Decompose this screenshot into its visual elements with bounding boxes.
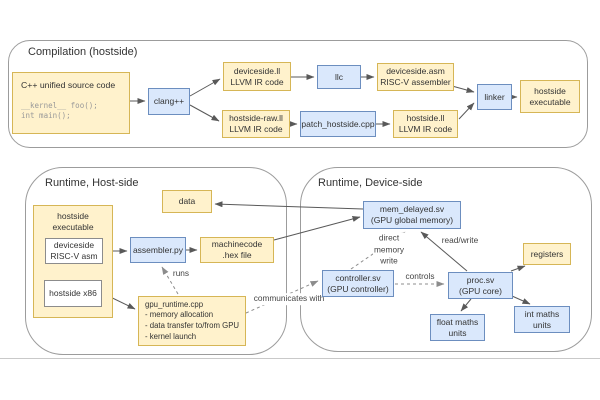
edge-label-line: direct	[378, 232, 400, 243]
arrow-gpuruntime-runs-assembler	[161, 266, 179, 295]
box-float-maths-units: float maths units	[430, 314, 485, 341]
page-boundary-line	[0, 358, 600, 359]
box-label: deviceside.asm	[386, 66, 445, 77]
edge-label-controls: controls	[404, 271, 436, 283]
arrow-devicesideasm-to-linker	[451, 85, 475, 93]
edge-label-line: memory	[374, 244, 404, 255]
box-label: deviceside	[53, 240, 95, 251]
box-label: gpu_runtime.cpp	[145, 299, 204, 309]
arrow-proc-to-intunits	[511, 295, 531, 305]
box-machinecode-hex: machinecode .hex file	[200, 237, 274, 263]
arrow-clang-to-deviceside-ll	[189, 78, 221, 97]
box-label: assembler.py	[132, 244, 184, 255]
box-deviceside-asm: deviceside.asm RISC-V assembler	[377, 63, 454, 91]
section-title-runtime-device: Runtime, Device-side	[318, 177, 423, 189]
box-label: controller.sv	[335, 272, 381, 283]
box-label: registers	[530, 248, 564, 259]
cpp-code-line: int main();	[21, 111, 71, 121]
box-label: proc.sv	[466, 274, 495, 285]
box-label: RISC-V assembler	[380, 77, 451, 87]
box-proc: proc.sv (GPU core)	[448, 272, 513, 299]
box-label: (GPU controller)	[327, 283, 389, 294]
box-label: units	[448, 327, 467, 338]
box-gpu-runtime: gpu_runtime.cpp - memory allocation - da…	[138, 296, 246, 346]
box-label: .hex file	[222, 250, 252, 260]
box-deviceside-ll: deviceside.ll LLVM IR code	[223, 62, 291, 91]
box-controller: controller.sv (GPU controller)	[322, 270, 394, 297]
arrow-proc-to-memdelayed-readwrite	[420, 231, 468, 272]
box-label: clang++	[153, 96, 185, 107]
edge-label-direct-memory-write: direct memory write	[373, 232, 405, 268]
box-hostside-x86: hostside x86	[44, 280, 102, 307]
box-label: deviceside.ll	[233, 65, 281, 76]
box-clang: clang++	[148, 88, 190, 115]
box-label: patch_hostside.cpp	[301, 118, 375, 129]
box-label: (GPU global memory)	[370, 215, 454, 225]
box-patch-hostside: patch_hostside.cpp	[300, 111, 376, 137]
box-label: hostside x86	[49, 288, 97, 299]
box-label: machinecode	[211, 239, 263, 250]
edge-label-runs: runs	[171, 268, 191, 280]
arrow-gpuruntime-communicates-controller	[245, 280, 319, 314]
arrow-hostsidell-to-linker	[458, 102, 475, 120]
box-label: float maths	[436, 316, 479, 327]
section-title-compilation: Compilation (hostside)	[28, 46, 138, 58]
arrow-memdelayed-to-data	[214, 201, 364, 210]
box-label: - kernel launch	[145, 331, 197, 341]
box-hostside-executable-compilation: hostside executable	[520, 80, 580, 113]
box-hostside-raw: hostside-raw.ll LLVM IR code	[222, 110, 290, 138]
arrow-clang-to-hostside-raw	[189, 104, 220, 122]
section-title-runtime-host: Runtime, Host-side	[45, 177, 139, 189]
box-label: int maths	[524, 308, 560, 319]
box-label: linker	[484, 91, 505, 102]
box-label: RISC-V asm	[50, 251, 98, 261]
box-deviceside-riscv-asm: deviceside RISC-V asm	[45, 238, 103, 264]
box-label: - data transfer to/from GPU	[145, 321, 240, 330]
cpp-code-line: __kernel__ foo();	[21, 100, 98, 110]
box-llc: llc	[317, 65, 361, 89]
box-label: units	[533, 319, 551, 330]
box-int-maths-units: int maths units	[514, 306, 570, 333]
box-label: data	[178, 196, 196, 207]
box-label: executable	[529, 96, 571, 107]
box-cpp-source: C++ unified source code __kernel__ foo()…	[12, 72, 130, 134]
box-label: executable	[52, 221, 94, 232]
edge-label-line: write	[380, 255, 398, 266]
box-mem-delayed: mem_delayed.sv (GPU global memory)	[363, 201, 461, 229]
box-label: LLVM IR code	[229, 124, 283, 134]
box-label: (GPU core)	[459, 285, 502, 296]
edge-label-read-write: read/write	[440, 235, 480, 247]
box-data: data	[162, 190, 212, 213]
box-registers: registers	[523, 243, 571, 265]
box-label: hostside	[57, 211, 89, 221]
arrow-machinecode-to-memdelayed	[273, 216, 361, 241]
box-label: hostside.ll	[406, 113, 445, 124]
arrow-proc-to-floatunits	[460, 298, 472, 312]
box-label: hostside	[534, 85, 566, 96]
edge-label-communicates-with: communicates with	[252, 293, 326, 305]
box-label: hostside-raw.ll	[229, 113, 283, 124]
box-label: LLVM IR code	[398, 124, 453, 134]
cpp-source-title: C++ unified source code	[21, 80, 116, 90]
box-assembler-py: assembler.py	[130, 237, 186, 263]
box-label: - memory allocation	[145, 310, 214, 320]
box-hostside-ll: hostside.ll LLVM IR code	[393, 110, 458, 138]
box-label: llc	[334, 71, 344, 82]
box-label: LLVM IR code	[230, 76, 284, 87]
box-linker: linker	[477, 84, 512, 110]
arrow-proc-to-registers	[510, 265, 526, 272]
box-label: mem_delayed.sv	[379, 204, 445, 215]
